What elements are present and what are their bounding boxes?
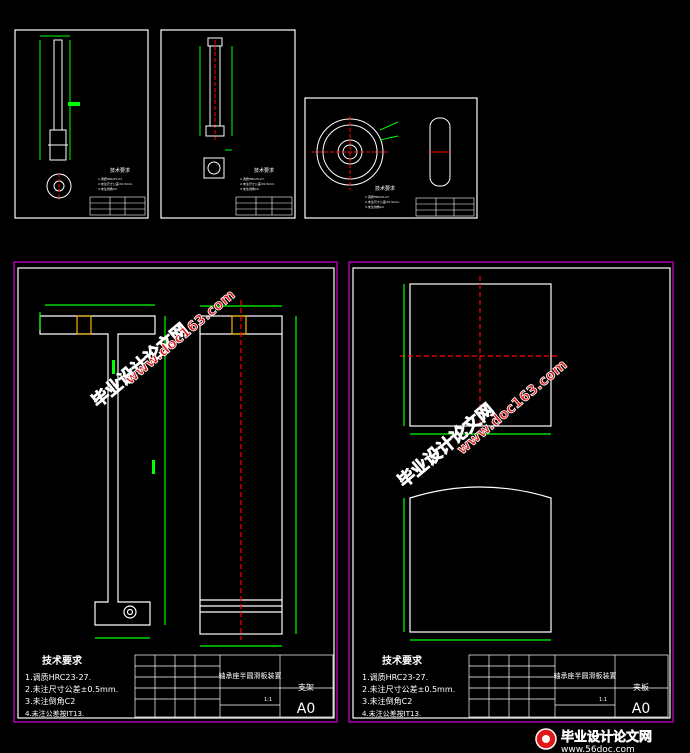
sheet-3-tech-title: 技术要求 [375,185,395,192]
sheet-4: 技术要求 1.调质HRC23-27. 2.未注尺寸公差±0.5mm. 3.未注倒… [13,261,338,723]
sheet-5-bottom-plate [403,486,552,641]
sheet-5-outer-frame [348,261,674,723]
sheet-4-req-1: 1.调质HRC23-27. [25,672,91,682]
sheet-1-tech-title: 技术要求 [110,167,130,174]
sheet-1-req-3: 3.未注倒角C2 [98,186,117,191]
sheet-4-title-block [134,654,334,718]
sheet-4-part-name: 支架 [298,682,314,692]
sheet-1-frame [14,29,149,219]
sheet-2-req-3: 3.未注倒角C2 [240,186,259,191]
sheet-5-title-block [468,654,669,718]
sheet-1-title-block [89,196,146,216]
sheet-5-scale: 1:1 [599,697,607,703]
watermark-url-left: www.doc163.com [122,287,238,388]
sheet-3-req-2: 2.未注尺寸公差±0.5mm. [365,199,400,204]
sheet-4-req-3: 3.未注倒角C2 [25,696,75,706]
sheet-4-req-4: 4.未注公差按IT13. [25,709,84,718]
sheet-3-req-3: 3.未注倒角C2 [365,204,384,209]
sheet-2-drawing [199,37,233,179]
sheet-3-req-1: 1.调质HRC23-27. [365,194,390,199]
sheet-4-req-2: 2.未注尺寸公差±0.5mm. [25,684,118,694]
sheet-5-frame [352,267,671,719]
sheet-4-tech-title: 技术要求 [42,654,83,667]
sheet-2-tech-title: 技术要求 [254,167,274,174]
sheet-5-tech-title: 技术要求 [382,654,423,667]
sheet-5-top-plate [400,276,560,435]
sheet-5-size: A0 [632,701,650,717]
sheet-3-frame [304,97,478,219]
sheet-5-req-1: 1.调质HRC23-27. [362,672,428,682]
sheet-1-drawing [39,35,80,200]
sheet-4-drawing-name: 轴承座半圆滑板装置 [219,671,282,680]
sheet-4-scale: 1:1 [264,697,272,703]
sheet-4-l-bracket [39,304,166,639]
watermarks: 毕业设计论文网 www.doc163.com 毕业设计论文网 www.doc16… [87,287,571,493]
sheet-5-drawing-name: 轴承座半圆滑板装置 [554,671,617,680]
sheet-5-req-4: 4.未注公差按IT13. [362,709,421,718]
footer-site-name: 毕业设计论文网 [561,729,652,745]
sheet-3-title-block [415,197,475,217]
sheet-1-req-1: 1.调质HRC23-27. [98,176,123,181]
sheet-4-plate-view [199,300,297,647]
sheet-5: 技术要求 1.调质HRC23-27. 2.未注尺寸公差±0.5mm. 3.未注倒… [348,261,674,723]
sheet-2-frame [160,29,296,219]
sheet-4-frame [17,267,335,719]
sheet-5-req-3: 3.未注倒角C2 [362,696,412,706]
footer-url: www.56doc.com [561,745,635,753]
sheet-2-title-block [235,196,293,216]
watermark-url-right: www.doc163.com [454,357,570,458]
sheet-2-req-2: 2.未注尺寸公差±0.5mm. [240,181,275,186]
sheet-1-req-2: 2.未注尺寸公差±0.5mm. [98,181,133,186]
sheet-3-drawing [312,116,451,190]
sheet-5-req-2: 2.未注尺寸公差±0.5mm. [362,684,455,694]
site-logo-icon-center [542,735,550,743]
sheet-2-req-1: 1.调质HRC23-27. [240,176,265,181]
sheet-4-outer-frame [13,261,338,723]
sheet-1: 技术要求 1.调质HRC23-27. 2.未注尺寸公差±0.5mm. 3.未注倒… [14,29,149,219]
footer-logo: 毕业设计论文网 www.56doc.com [535,728,652,753]
sheet-3: 技术要求 1.调质HRC23-27. 2.未注尺寸公差±0.5mm. 3.未注倒… [304,97,478,219]
sheet-2: 技术要求 1.调质HRC23-27. 2.未注尺寸公差±0.5mm. 3.未注倒… [160,29,296,219]
sheet-4-size: A0 [297,701,315,717]
sheet-5-part-name: 夹板 [633,682,649,692]
